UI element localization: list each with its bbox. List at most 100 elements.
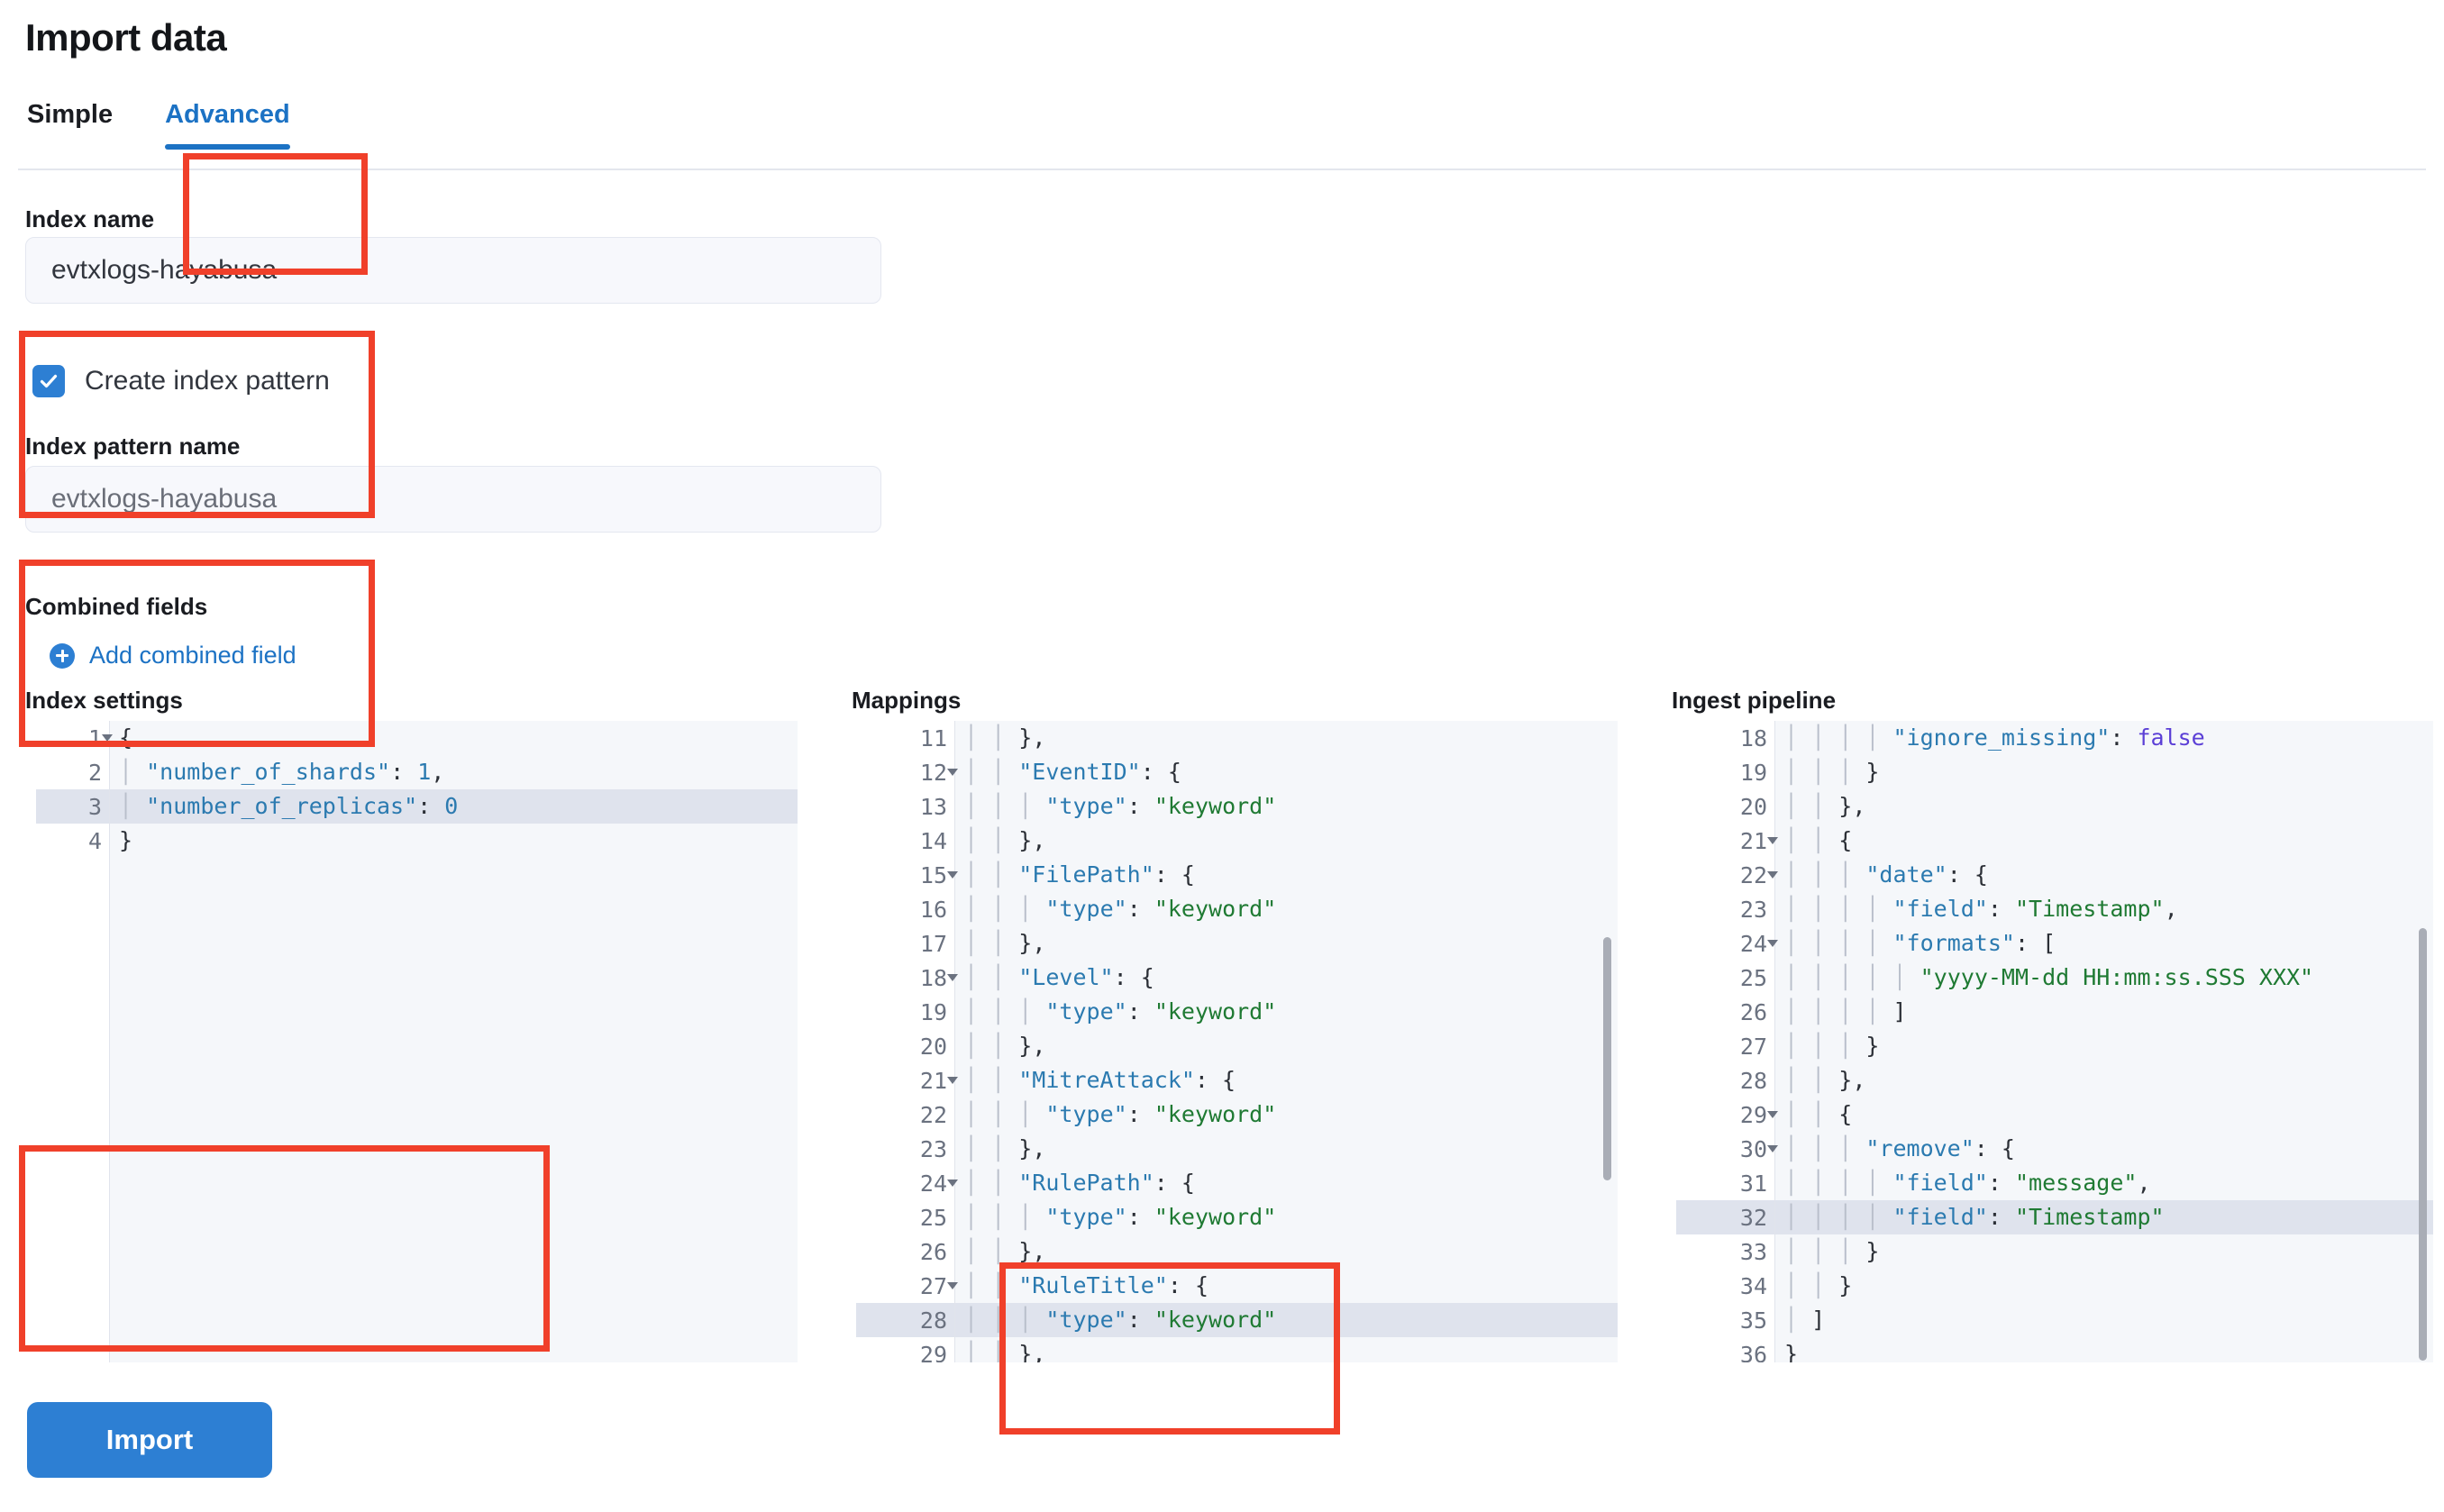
code-line[interactable]: │ │ "FilePath": { — [964, 861, 1195, 888]
code-line[interactable]: │ │ │ "type": "keyword" — [964, 1204, 1277, 1230]
fold-arrow-icon[interactable] — [947, 1077, 958, 1084]
fold-arrow-icon[interactable] — [102, 734, 113, 742]
fold-arrow-icon[interactable] — [1767, 837, 1778, 844]
code-line[interactable]: │ │ │ "type": "keyword" — [964, 793, 1277, 819]
line-number: 16 — [919, 896, 947, 923]
line-number: 15 — [856, 858, 958, 892]
fold-arrow-icon[interactable] — [1767, 940, 1778, 947]
index-settings-label: Index settings — [25, 687, 183, 714]
combined-fields-label: Combined fields — [25, 593, 208, 620]
add-combined-field-button[interactable]: Add combined field — [50, 642, 296, 669]
line-number: 20 — [1739, 793, 1767, 820]
fold-arrow-icon[interactable] — [947, 1282, 958, 1289]
line-number: 21 — [1676, 824, 1778, 858]
code-line[interactable]: │ │ │ │ ] — [1784, 998, 1907, 1025]
line-number: 21 — [856, 1063, 958, 1098]
mappings-scrollbar[interactable] — [1603, 937, 1611, 1180]
code-line[interactable]: │ │ │ │ "field": "message", — [1784, 1170, 2151, 1196]
code-line[interactable]: │ │ }, — [964, 930, 1046, 956]
code-line[interactable]: │ │ }, — [1784, 1067, 1866, 1093]
index-pattern-name-input[interactable]: evtxlogs-hayabusa — [25, 466, 881, 533]
code-line[interactable]: │ │ │ "type": "keyword" — [964, 998, 1277, 1025]
code-line[interactable]: │ │ }, — [964, 1238, 1046, 1264]
ingest-pipeline-label: Ingest pipeline — [1672, 687, 1837, 714]
code-line[interactable]: │ │ }, — [964, 1135, 1046, 1161]
tab-divider — [18, 169, 2426, 170]
code-line[interactable]: │ │ │ "type": "keyword" — [964, 1101, 1277, 1127]
tab-advanced-label: Advanced — [165, 100, 290, 129]
line-number: 12 — [856, 755, 958, 789]
index-name-input[interactable]: evtxlogs-hayabusa — [25, 237, 881, 304]
fold-arrow-icon[interactable] — [947, 974, 958, 981]
code-line[interactable]: │ │ │ } — [1784, 1033, 1880, 1059]
code-line[interactable]: │ │ { — [1784, 827, 1853, 853]
tab-simple-label: Simple — [27, 100, 114, 129]
index-pattern-name-label: Index pattern name — [25, 433, 241, 460]
code-line[interactable]: │ │ }, — [964, 724, 1046, 751]
code-line[interactable]: │ │ } — [1784, 1272, 1853, 1298]
tab-simple[interactable]: Simple — [25, 96, 138, 150]
code-line[interactable]: │ │ "MitreAttack": { — [964, 1067, 1236, 1093]
code-line[interactable]: │ "number_of_replicas": 0 — [110, 789, 798, 824]
line-number: 4 — [87, 827, 102, 854]
code-line[interactable]: } — [1784, 1341, 1799, 1362]
code-line[interactable]: │ │ }, — [1784, 793, 1866, 819]
code-line[interactable]: │ │ │ } — [1784, 1238, 1880, 1264]
fold-arrow-icon[interactable] — [947, 1180, 958, 1187]
code-line[interactable]: │ │ │ │ "formats": [ — [1784, 930, 2056, 956]
code-line[interactable]: │ │ │ │ │ "yyyy-MM-dd HH:mm:ss.SSS XXX" — [1784, 964, 2314, 990]
code-line[interactable]: { — [119, 724, 133, 751]
code-line[interactable]: │ │ "RulePath": { — [964, 1170, 1195, 1196]
code-line[interactable]: │ │ │ "type": "keyword" — [955, 1303, 1618, 1337]
code-line[interactable]: │ │ }, — [964, 827, 1046, 853]
create-index-pattern-checkbox[interactable]: Create index pattern — [32, 365, 330, 397]
import-button[interactable]: Import — [27, 1402, 272, 1478]
line-number: 34 — [1739, 1272, 1767, 1299]
code-line[interactable]: │ │ }, — [964, 1033, 1046, 1059]
code-line[interactable]: │ │ │ "date": { — [1784, 861, 1988, 888]
ingest-pipeline-scrollbar[interactable] — [2419, 928, 2427, 1361]
fold-arrow-icon[interactable] — [947, 769, 958, 776]
line-number: 14 — [919, 827, 947, 854]
line-number: 30 — [1676, 1132, 1778, 1166]
code-line[interactable]: │ │ "RuleTitle": { — [964, 1272, 1209, 1298]
code-line[interactable]: │ │ │ "remove": { — [1784, 1135, 2015, 1161]
code-line[interactable]: │ │ { — [1784, 1101, 1853, 1127]
line-number: 32 — [1676, 1200, 1774, 1234]
line-number: 23 — [919, 1135, 947, 1162]
tab-advanced[interactable]: Advanced — [138, 96, 317, 150]
code-line[interactable]: } — [119, 827, 133, 853]
line-number: 27 — [856, 1269, 958, 1303]
code-line[interactable]: │ │ │ │ "field": "Timestamp", — [1784, 896, 2178, 922]
code-line[interactable]: │ │ │ │ "field": "Timestamp" — [1775, 1200, 2433, 1234]
line-number: 25 — [1739, 964, 1767, 991]
code-line[interactable]: │ │ "Level": { — [964, 964, 1154, 990]
fold-arrow-icon[interactable] — [947, 871, 958, 879]
code-line[interactable]: │ │ │ │ "ignore_missing": false — [1784, 724, 2205, 751]
line-number: 11 — [919, 724, 947, 751]
ingest-pipeline-code[interactable]: │ │ │ │ "ignore_missing": false │ │ │ } │ … — [1775, 721, 2433, 1362]
code-line[interactable]: │ │ │ "type": "keyword" — [964, 896, 1277, 922]
mappings-label: Mappings — [852, 687, 962, 714]
code-line[interactable]: │ │ }, — [964, 1341, 1046, 1362]
line-number: 28 — [1739, 1067, 1767, 1094]
code-line[interactable]: │ ] — [1784, 1307, 1826, 1333]
fold-arrow-icon[interactable] — [1767, 871, 1778, 879]
tab-bar: Simple Advanced — [25, 96, 317, 150]
code-line[interactable]: │ "number_of_shards": 1, — [119, 759, 445, 785]
code-line[interactable]: │ │ "EventID": { — [964, 759, 1181, 785]
checkbox-checked-icon — [32, 365, 65, 397]
code-line[interactable]: │ │ │ } — [1784, 759, 1880, 785]
line-number: 28 — [856, 1303, 954, 1337]
fold-arrow-icon[interactable] — [1767, 1145, 1778, 1152]
mappings-code[interactable]: │ │ }, │ │ "EventID": { │ │ │ "type": "key… — [955, 721, 1618, 1362]
index-settings-code[interactable]: { │ "number_of_shards": 1, │ "number_of_re… — [110, 721, 798, 1362]
line-number: 17 — [919, 930, 947, 957]
fold-arrow-icon[interactable] — [1767, 1111, 1778, 1118]
